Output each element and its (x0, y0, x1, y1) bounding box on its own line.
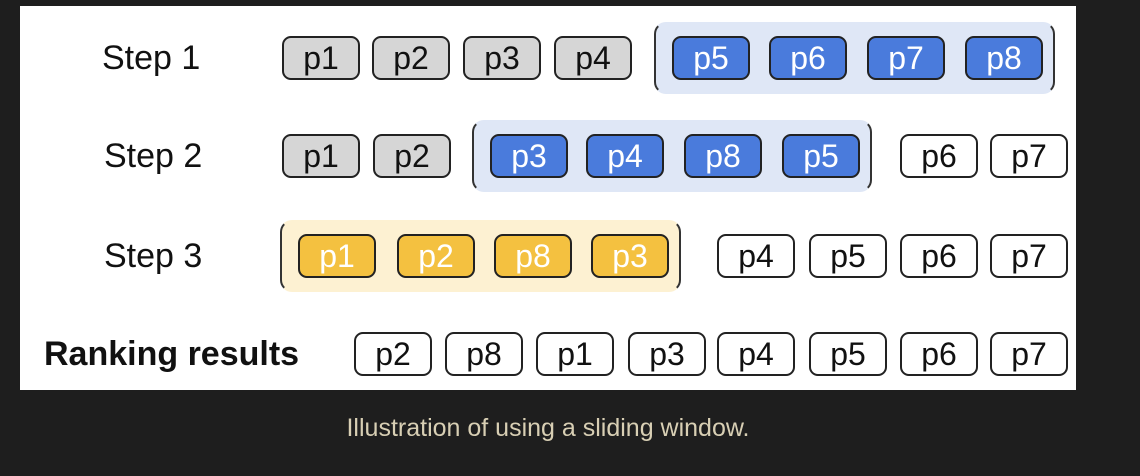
passage-box: p8 (494, 234, 572, 278)
passage-box: p8 (445, 332, 523, 376)
passage-box: p1 (298, 234, 376, 278)
passage-box: p7 (990, 234, 1068, 278)
figure-caption: Illustration of using a sliding window. (346, 414, 750, 442)
passage-box: p1 (282, 134, 360, 178)
passage-box: p6 (900, 332, 978, 376)
passage-box: p5 (809, 332, 887, 376)
passage-box: p4 (717, 234, 795, 278)
passage-box: p7 (990, 134, 1068, 178)
step-label: Step 3 (104, 237, 203, 275)
passage-box: p8 (965, 36, 1043, 80)
ranking-results-label: Ranking results (44, 335, 300, 373)
passage-box: p4 (717, 332, 795, 376)
passage-box: p2 (373, 134, 451, 178)
passage-box: p7 (867, 36, 945, 80)
passage-box: p1 (536, 332, 614, 376)
passage-box: p6 (900, 234, 978, 278)
passage-box: p4 (586, 134, 664, 178)
passage-box: p6 (769, 36, 847, 80)
passage-box: p2 (354, 332, 432, 376)
passage-box: p2 (397, 234, 475, 278)
passage-box: p2 (372, 36, 450, 80)
passage-box: p8 (684, 134, 762, 178)
passage-box: p4 (554, 36, 632, 80)
passage-box: p7 (990, 332, 1068, 376)
passage-box: p3 (628, 332, 706, 376)
passage-box: p5 (782, 134, 860, 178)
passage-box: p3 (463, 36, 541, 80)
passage-box: p6 (900, 134, 978, 178)
passage-box: p5 (672, 36, 750, 80)
step-label: Step 2 (104, 137, 203, 175)
passage-box: p1 (282, 36, 360, 80)
passage-box: p3 (591, 234, 669, 278)
step-label: Step 1 (102, 39, 201, 77)
passage-box: p3 (490, 134, 568, 178)
passage-box: p5 (809, 234, 887, 278)
